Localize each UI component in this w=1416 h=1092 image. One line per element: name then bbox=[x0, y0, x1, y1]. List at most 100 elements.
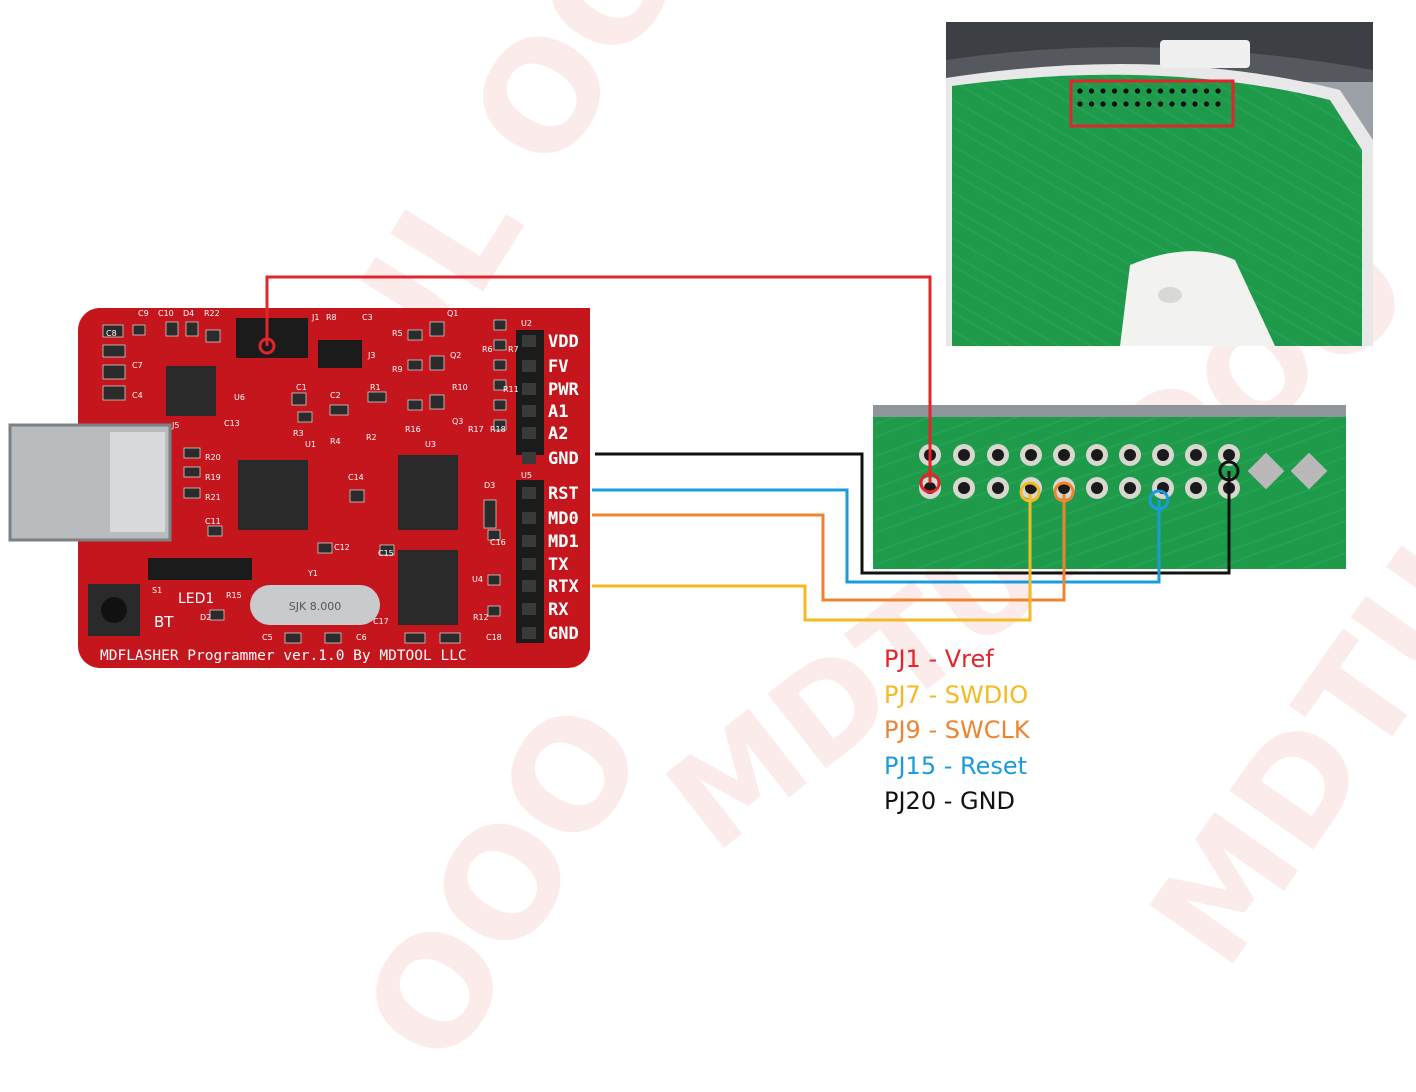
smd-part bbox=[185, 321, 199, 337]
pin bbox=[522, 535, 536, 547]
silk-label: R4 bbox=[330, 437, 341, 446]
smd-part bbox=[317, 542, 333, 554]
button-label: BT bbox=[154, 613, 174, 631]
small-hole bbox=[1215, 88, 1221, 94]
silk-label: R7 bbox=[508, 345, 519, 354]
smd-part bbox=[207, 525, 223, 537]
silk-label: C8 bbox=[106, 329, 117, 338]
silk-label: C6 bbox=[356, 633, 367, 642]
smd-part bbox=[297, 411, 313, 423]
header-holes-small bbox=[1077, 88, 1221, 107]
smd-part bbox=[102, 324, 124, 338]
silk-label: C11 bbox=[205, 517, 221, 526]
silk-label: C9 bbox=[138, 309, 149, 318]
smd-part bbox=[429, 355, 445, 371]
small-hole bbox=[1146, 88, 1152, 94]
smd-part bbox=[407, 329, 423, 341]
pin bbox=[522, 487, 536, 499]
pin bbox=[522, 627, 536, 639]
header-hole-center bbox=[958, 449, 970, 461]
pin bbox=[522, 335, 536, 347]
smd-part bbox=[165, 321, 179, 337]
small-hole bbox=[1134, 101, 1141, 107]
small-hole bbox=[1157, 88, 1164, 94]
pin-label: TX bbox=[548, 555, 569, 575]
pin-label: RX bbox=[548, 600, 569, 620]
silk-label: C3 bbox=[362, 313, 373, 322]
smd-part bbox=[324, 632, 342, 644]
pin-label: RTX bbox=[548, 577, 579, 597]
small-hole bbox=[1111, 88, 1118, 94]
header-hole-center bbox=[1223, 449, 1235, 461]
smd-part bbox=[439, 632, 461, 644]
smd-part bbox=[404, 632, 426, 644]
silk-label: C7 bbox=[132, 361, 143, 370]
pin bbox=[522, 580, 536, 592]
smd-part bbox=[291, 392, 307, 406]
small-hole bbox=[1180, 88, 1187, 94]
smd-part bbox=[132, 324, 146, 336]
smd-part bbox=[493, 419, 507, 431]
header-hole-center bbox=[1190, 449, 1202, 461]
small-hole bbox=[1192, 101, 1198, 107]
small-hole bbox=[1192, 88, 1198, 94]
silk-label: J5 bbox=[171, 421, 179, 430]
header-hole-center bbox=[992, 449, 1004, 461]
smd-part bbox=[493, 379, 507, 391]
silk-label: R19 bbox=[205, 473, 221, 482]
small-hole bbox=[1088, 101, 1095, 107]
programmer-board: SJK 8.000 BT LED1 VDDFVPWRA1A2GNDRSTMD0M… bbox=[8, 308, 590, 668]
header-hole-center bbox=[1157, 449, 1169, 461]
header-hole-center bbox=[1091, 449, 1103, 461]
header-holes bbox=[919, 444, 1240, 499]
silk-label: R16 bbox=[405, 425, 421, 434]
pin-label: MD1 bbox=[548, 532, 579, 552]
small-hole bbox=[1077, 88, 1083, 94]
regulator-u6 bbox=[166, 366, 216, 416]
pin bbox=[522, 452, 536, 464]
wire-swdio bbox=[592, 494, 1032, 622]
silk-label: R9 bbox=[392, 365, 403, 374]
silk-label: C18 bbox=[486, 633, 502, 642]
header-hole-center bbox=[992, 482, 1004, 494]
crystal-y1 bbox=[250, 585, 380, 625]
smd-part bbox=[493, 319, 507, 331]
smd-part bbox=[407, 359, 423, 371]
led-label: LED1 bbox=[178, 591, 214, 607]
small-hole bbox=[1180, 101, 1187, 107]
smd-part bbox=[349, 489, 365, 503]
smd-part bbox=[284, 632, 302, 644]
silk-label: C10 bbox=[158, 309, 174, 318]
header-hole-center bbox=[1058, 449, 1070, 461]
pj7-marker bbox=[1019, 481, 1041, 503]
silk-label: U5 bbox=[521, 471, 532, 480]
smd-part bbox=[367, 391, 387, 403]
silk-label: D3 bbox=[484, 481, 495, 490]
mcu-chip bbox=[238, 460, 308, 530]
smd-part bbox=[102, 385, 126, 401]
header-hole-center bbox=[1190, 482, 1202, 494]
silk-label: C14 bbox=[348, 473, 364, 482]
small-hole bbox=[1088, 88, 1095, 94]
silk-label: R21 bbox=[205, 493, 221, 502]
small-hole bbox=[1169, 101, 1175, 107]
smd-part bbox=[379, 544, 395, 556]
silk-label: C1 bbox=[296, 383, 307, 392]
silk-label: C17 bbox=[373, 617, 389, 626]
silk-label: R22 bbox=[204, 309, 220, 318]
smd-part bbox=[487, 605, 501, 617]
silk-label: U2 bbox=[521, 319, 532, 328]
silk-label: C2 bbox=[330, 391, 341, 400]
smd-part bbox=[429, 321, 445, 337]
crystal-label: SJK 8.000 bbox=[289, 600, 341, 613]
small-hole bbox=[1077, 101, 1083, 107]
small-hole bbox=[1157, 101, 1164, 107]
wiring-diagram: TUL OOO MDTUL OOO MDTU OOO bbox=[8, 0, 1416, 1092]
silk-label: R2 bbox=[366, 433, 377, 442]
silk-label: R5 bbox=[392, 329, 403, 338]
silk-label: J1 bbox=[311, 313, 319, 322]
silk-label: R1 bbox=[370, 383, 381, 392]
header-hole-center bbox=[1025, 449, 1037, 461]
small-hole bbox=[1203, 101, 1210, 107]
silk-label: C4 bbox=[132, 391, 143, 400]
